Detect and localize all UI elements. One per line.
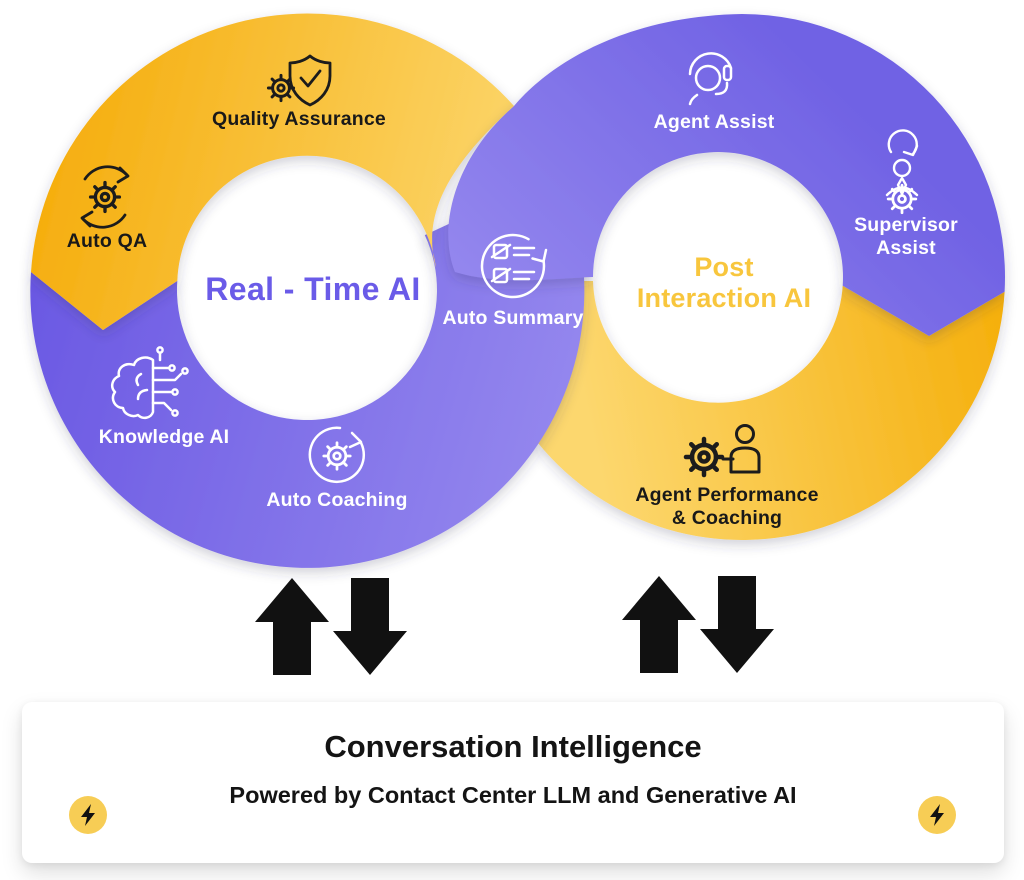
footer-title: Conversation Intelligence bbox=[324, 729, 702, 764]
left-up-arrow-icon bbox=[255, 578, 329, 675]
agent-assist-icon bbox=[688, 52, 733, 106]
quality-assurance-icon bbox=[266, 54, 332, 107]
right-ring-yellow-segment bbox=[538, 281, 1005, 541]
right-down-arrow-icon bbox=[700, 576, 774, 673]
supervisor-assist-icon bbox=[885, 129, 919, 215]
right-up-arrow-icon bbox=[622, 576, 696, 673]
infinity-rings-diagram bbox=[30, 13, 1006, 675]
auto-summary-icon bbox=[480, 233, 548, 299]
left-down-arrow-icon bbox=[333, 578, 407, 675]
left-ring-purple-segment bbox=[30, 173, 585, 568]
right-ring-purple-segment bbox=[448, 14, 1006, 336]
lightning-bolt-icon bbox=[918, 796, 956, 834]
lightning-bolt-icon bbox=[69, 796, 107, 834]
knowledge-ai-icon bbox=[110, 346, 189, 420]
conversation-intelligence-card: Conversation Intelligence Powered by Con… bbox=[22, 702, 1004, 863]
left-ring-yellow-segment bbox=[31, 13, 514, 330]
footer-subtitle: Powered by Contact Center LLM and Genera… bbox=[229, 782, 797, 808]
agent-performance-icon bbox=[686, 424, 761, 476]
auto-qa-icon bbox=[80, 165, 130, 229]
auto-coaching-icon bbox=[308, 426, 365, 484]
